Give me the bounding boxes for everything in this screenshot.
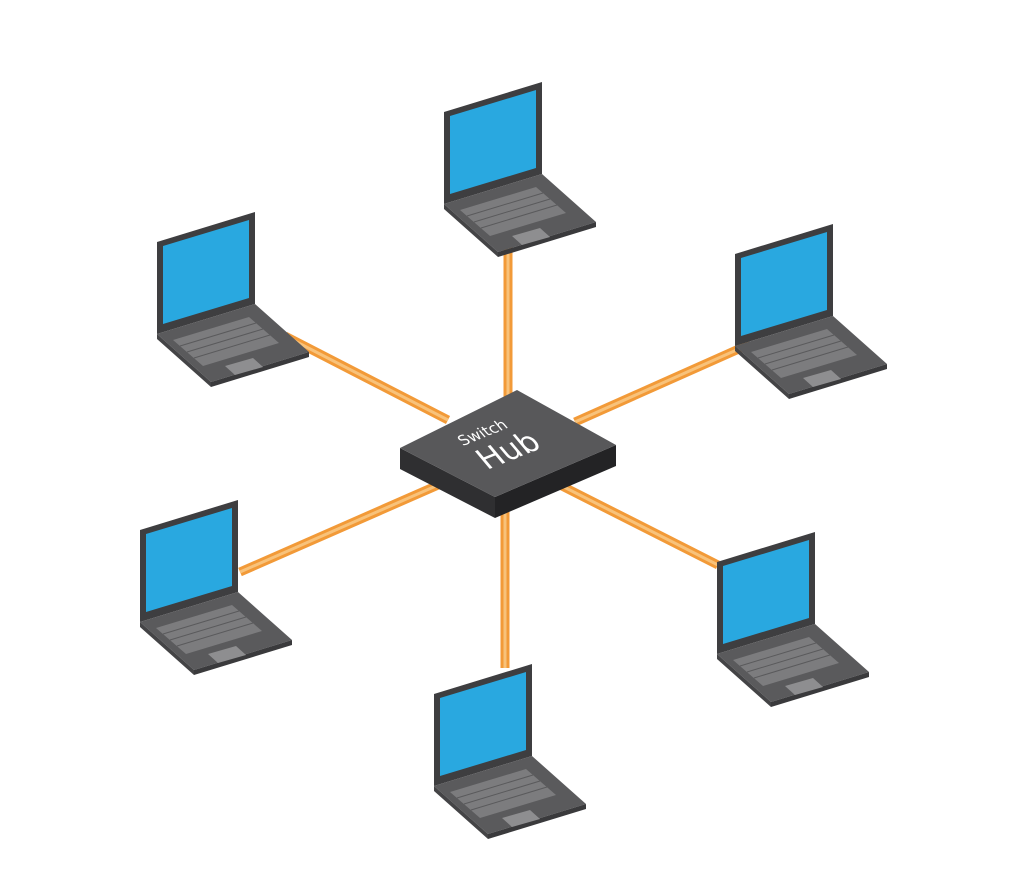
cables xyxy=(238,232,752,668)
switch-hub[interactable]: Switch Hub xyxy=(400,390,616,518)
cable-highlight-laptop-lower-right xyxy=(559,483,719,567)
laptop-upper-left-icon[interactable] xyxy=(156,211,310,388)
laptop-top-icon[interactable] xyxy=(443,81,597,258)
cable-highlight-laptop-lower-left xyxy=(239,480,446,574)
laptop-lower-right-icon[interactable] xyxy=(716,531,870,708)
hub-side-right xyxy=(495,445,616,518)
hub-side-left xyxy=(400,448,495,518)
cable-highlight-laptop-upper-left xyxy=(284,334,449,422)
cable-highlight-laptop-upper-right xyxy=(574,342,751,424)
laptop-upper-right-icon[interactable] xyxy=(734,223,888,400)
hub-top xyxy=(400,390,616,497)
laptop-lower-left-icon[interactable] xyxy=(139,499,293,676)
laptop-bottom-icon[interactable] xyxy=(433,663,587,840)
